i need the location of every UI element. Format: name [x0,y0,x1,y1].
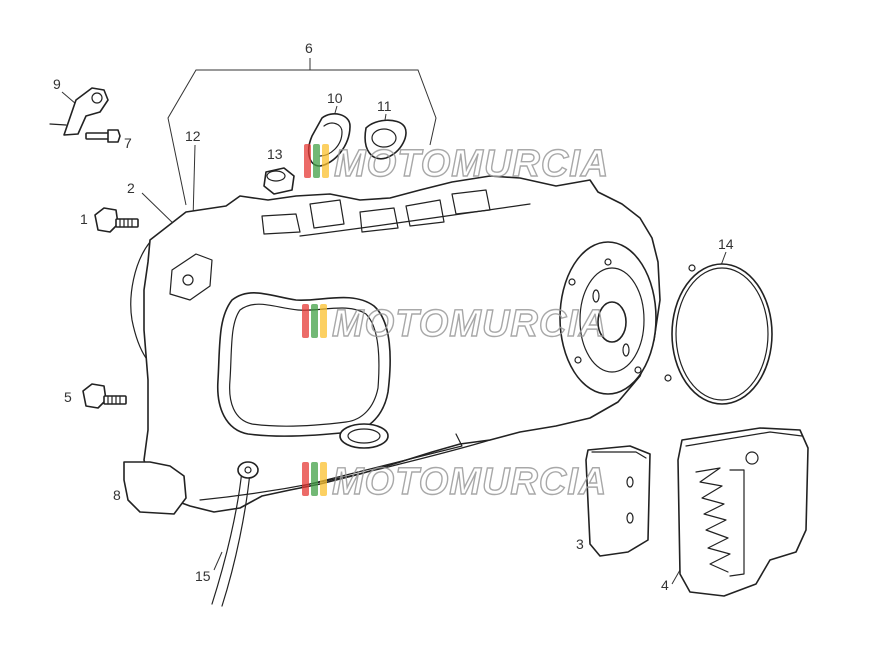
watermark-stripe-yellow [320,304,327,338]
callout-13: 13 [267,146,283,162]
callouts: 1 2 3 4 5 6 7 8 9 10 11 12 13 14 15 [53,40,734,593]
callout-5: 5 [64,389,72,405]
callout-4: 4 [661,577,669,593]
watermark-text: MOTOMURCIA [332,461,607,503]
callout-3: 3 [576,536,584,552]
callout-14: 14 [718,236,734,252]
crankcase-cover [123,175,661,515]
callout-7: 7 [124,135,132,151]
watermark-stripe-red [304,144,311,178]
callout-1: 1 [80,211,88,227]
callout-9: 9 [53,76,61,92]
watermark-top: MOTOMURCIA [304,142,609,186]
part-5-bolt [82,383,127,409]
watermark-middle: MOTOMURCIA [302,302,607,346]
part-7-screw [85,129,121,143]
part-4-intake-cover [677,427,809,597]
watermark-stripe-green [311,462,318,496]
leader-lines [61,58,727,585]
watermark-stripe-yellow [322,144,329,178]
watermark-text: MOTOMURCIA [334,143,609,185]
part-1-bolt [94,207,139,233]
part-13-bush [263,167,295,195]
watermark-bottom: MOTOMURCIA [302,460,607,504]
watermark-stripe-green [313,144,320,178]
part-3-pad [585,445,651,557]
callout-8: 8 [113,487,121,503]
watermark-stripe-red [302,304,309,338]
callout-6: 6 [305,40,313,56]
watermark-text: MOTOMURCIA [332,303,607,345]
callout-15: 15 [195,568,211,584]
part-14-cover [664,263,773,405]
callout-10: 10 [327,90,343,106]
callout-12: 12 [185,128,201,144]
part-11-ring [364,119,407,160]
callout-11: 11 [377,98,392,114]
watermark-stripe-green [311,304,318,338]
watermark-stripe-yellow [320,462,327,496]
part-9-clamp [49,87,109,136]
callout-2: 2 [127,180,135,196]
part-15-hose [211,461,259,607]
watermark-stripe-red [302,462,309,496]
